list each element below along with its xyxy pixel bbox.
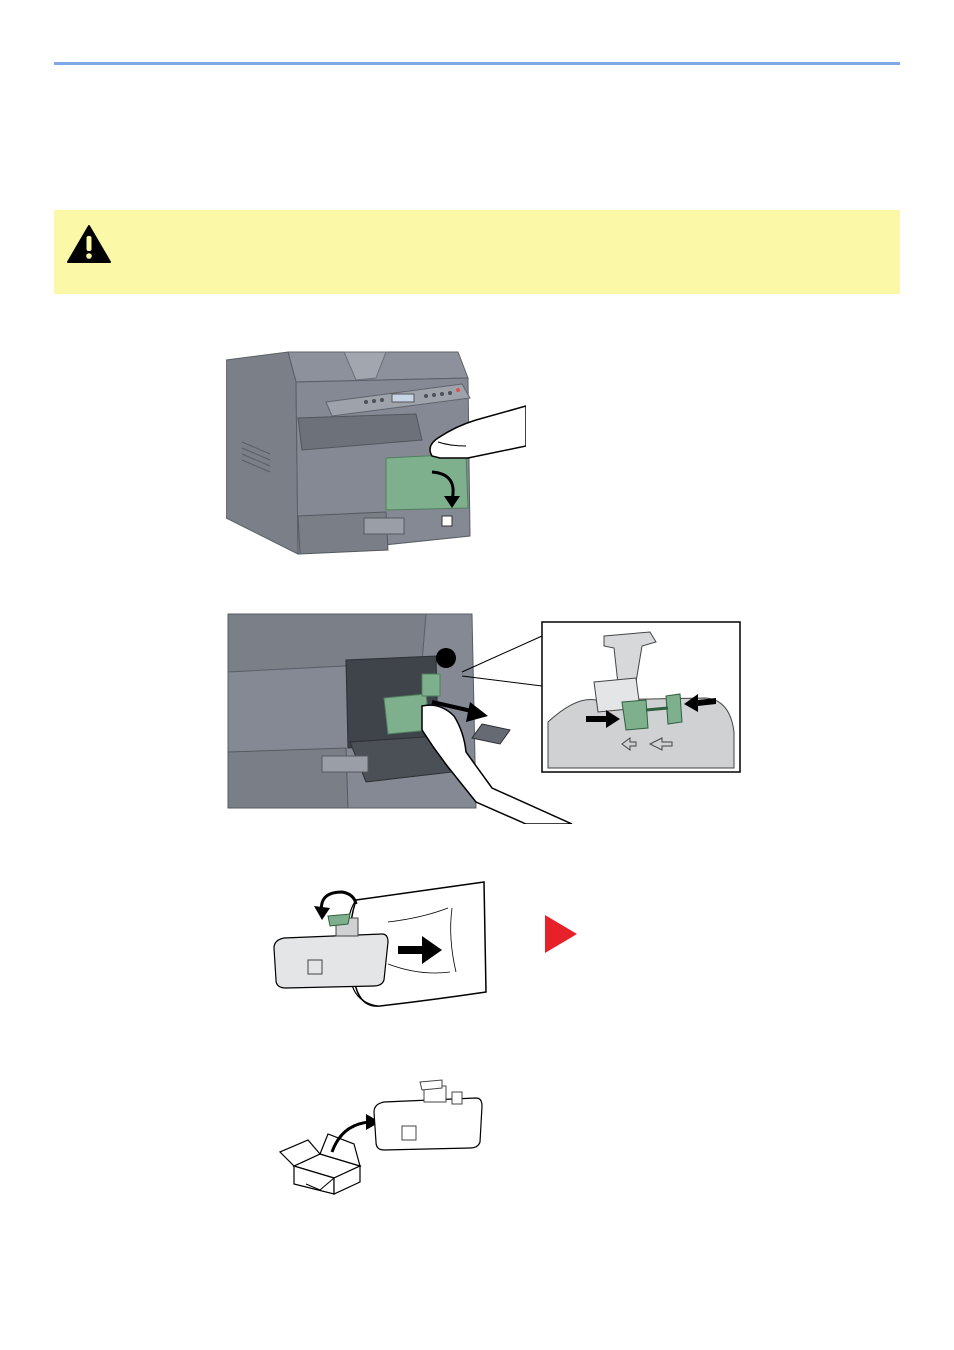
caution-box bbox=[54, 210, 900, 294]
waste-toner-box-removal-illustration bbox=[227, 613, 741, 824]
toner-box-cap-and-bag-illustration bbox=[273, 881, 487, 1007]
header-rule bbox=[54, 62, 900, 65]
continue-arrow-icon bbox=[545, 915, 577, 953]
front-cover-open-illustration bbox=[226, 351, 526, 555]
warning-triangle-icon bbox=[67, 225, 111, 263]
new-waste-toner-box-illustration bbox=[278, 1079, 483, 1195]
